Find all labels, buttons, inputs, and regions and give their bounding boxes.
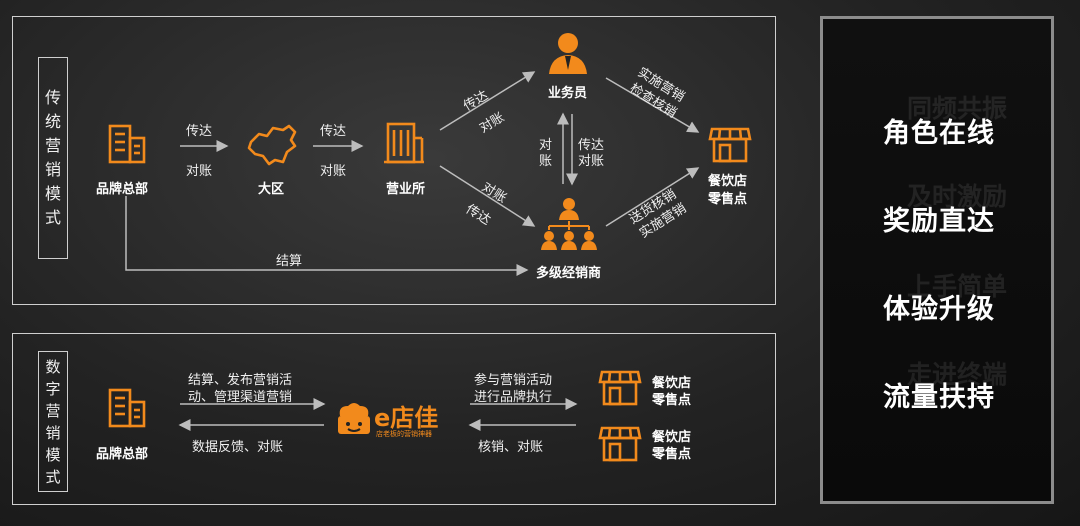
feature-shadow-text: 同频共振 [907, 94, 1008, 123]
label-char: 销 [45, 423, 61, 442]
label-char: 传 [44, 88, 61, 107]
store-label-2: 零售点 [652, 393, 692, 408]
edge-label: 传达 [578, 138, 605, 153]
features-panel: 同频共振 角色在线 及时激励 奖励直达 上手简单 体验升级 走进终端 流量扶持 [820, 16, 1054, 504]
edge-label: 传达 [320, 124, 347, 139]
label-char: 销 [44, 160, 61, 179]
edge-label: 对 [539, 138, 553, 153]
arrow-office-salesman [439, 71, 536, 131]
edge-label: 传达 [186, 124, 213, 139]
feature-title: 体验升级 [883, 294, 995, 325]
label-char: 式 [45, 467, 61, 486]
feature-title: 奖励直达 [883, 206, 995, 237]
chef-hat-icon [338, 403, 370, 434]
label-char: 字 [45, 379, 61, 398]
storefront-icon [598, 426, 642, 462]
salesman-icon [549, 33, 587, 74]
arrow-settlement [125, 196, 529, 276]
arrow-distributor-store [605, 167, 700, 227]
traditional-panel [12, 16, 776, 305]
storefront-icon [708, 127, 752, 163]
feature-title: 流量扶持 [883, 382, 995, 413]
salesman-label: 业务员 [548, 86, 588, 101]
feature-title: 角色在线 [883, 118, 995, 149]
feature-shadow-text: 上手简单 [907, 272, 1008, 301]
label-char: 统 [44, 112, 61, 131]
edge-label: 结算、发布营销活 [188, 373, 293, 388]
edge-label: 核销、对账 [478, 440, 544, 455]
edge-label: 账 [539, 154, 553, 169]
storefront-icon [598, 370, 642, 406]
edge-label: 对账 [186, 164, 213, 179]
edianjia-logo: e店佳 店老板的营销神器 [334, 396, 462, 442]
label-char: 模 [45, 445, 61, 464]
label-char: 营 [44, 136, 61, 155]
digital-panel [12, 333, 776, 505]
digital-mode-label: 数 字 营 销 模 式 [38, 351, 68, 492]
region-label: 大区 [258, 182, 285, 197]
store-label-2: 零售点 [652, 447, 692, 462]
label-char: 营 [45, 401, 61, 420]
arrow-salesman-store [605, 77, 700, 133]
feature-shadow-text: 及时激励 [907, 182, 1008, 211]
sales-office-label: 营业所 [386, 182, 426, 197]
edge-label: 对账 [578, 154, 605, 169]
office-building-icon [384, 122, 424, 164]
store-label-2: 零售点 [708, 192, 748, 207]
distributor-hierarchy-icon [541, 198, 597, 250]
china-map-icon [247, 124, 297, 166]
building-icon [108, 388, 146, 428]
feature-shadow-text: 走进终端 [907, 360, 1008, 389]
arrow-office-distributor [439, 165, 536, 227]
edge-label: 数据反馈、对账 [192, 440, 284, 455]
building-icon [108, 124, 146, 164]
label-char: 数 [45, 357, 61, 376]
label-char: 模 [44, 184, 61, 203]
edge-label: 结算 [276, 254, 303, 269]
edge-label: 动、管理渠道营销 [188, 390, 293, 405]
label-char: 式 [44, 208, 61, 227]
edge-label: 进行品牌执行 [474, 390, 553, 405]
traditional-mode-label: 传 统 营 销 模 式 [38, 57, 68, 259]
edge-label: 对账 [320, 164, 347, 179]
store-label-1: 餐饮店 [708, 174, 748, 189]
distributor-label: 多级经销商 [536, 266, 602, 281]
brand-hq-label: 品牌总部 [96, 447, 149, 462]
logo-wordmark: e店佳 [374, 404, 439, 432]
store-label-1: 餐饮店 [652, 430, 692, 445]
logo-tagline: 店老板的营销神器 [376, 430, 432, 438]
brand-hq-label: 品牌总部 [96, 182, 149, 197]
store-label-1: 餐饮店 [652, 376, 692, 391]
edge-label: 参与营销活动 [474, 373, 553, 388]
